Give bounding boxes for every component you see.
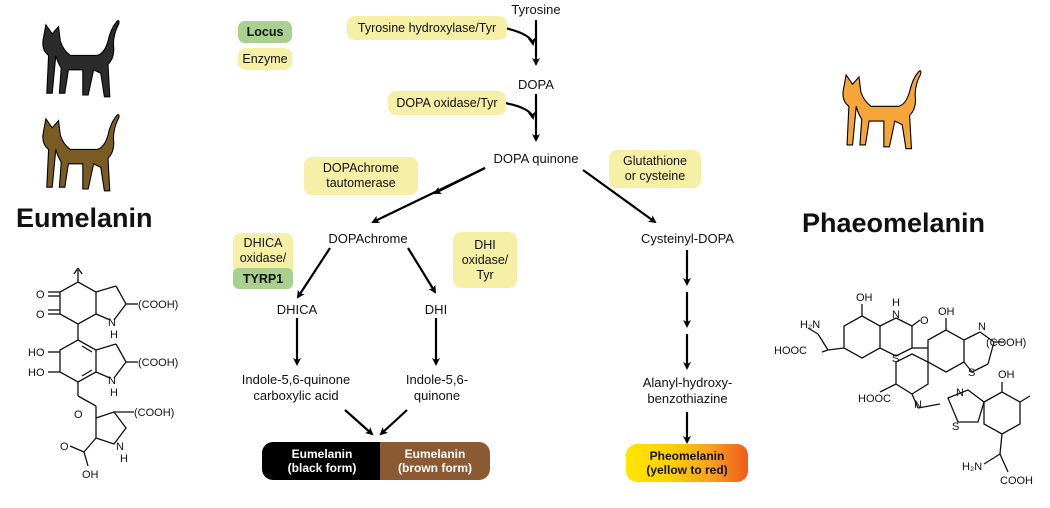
glutathione-line1: Glutathione (623, 154, 687, 168)
compound-dhi: DHI (424, 302, 448, 317)
indole-carboxylic-line1: Indole-5,6-quinone (241, 372, 351, 387)
ph-s1: S (892, 353, 899, 365)
dhi-oxidase-line3: Tyr (476, 267, 494, 282)
ph-hooc2: HOOC (858, 393, 891, 405)
arrow-quinone-cysteinyl (582, 169, 657, 224)
ph-n4: N (956, 387, 964, 399)
title-phaeomelanin: Phaeomelanin (802, 208, 986, 238)
eu-black-line1: Eumelanin (291, 447, 353, 461)
eu-h1: H (110, 329, 118, 341)
ph-oh3: OH (998, 369, 1015, 381)
compound-tyrosine: Tyrosine (511, 2, 561, 17)
eu-o1: O (36, 289, 45, 301)
indole-quinone-line1: Indole-5,6- (405, 372, 469, 387)
alanyl-line2: benzothiazine (647, 391, 728, 406)
ph-n2: N (978, 321, 986, 333)
compound-alanyl: Alanyl-hydroxy- benzothiazine (625, 375, 750, 407)
dhi-oxidase-line2: oxidase/ (461, 252, 509, 267)
dhi-oxidase-line1: DHI (474, 237, 496, 252)
pheo-line2: (yellow to red) (646, 463, 728, 477)
product-eumelanin-black: Eumelanin (black form) (262, 442, 382, 480)
arrow-tyr1-branch (504, 26, 536, 46)
alanyl-line1: Alanyl-hydroxy- (642, 375, 733, 390)
compound-indole-carboxylic: Indole-5,6-quinone carboxylic acid (226, 372, 366, 404)
black-cat-icon (42, 20, 120, 98)
dhica-oxidase-line2: oxidase/ (239, 251, 287, 265)
eu-h3: H (120, 453, 128, 465)
legend-enzyme: Enzyme (238, 48, 292, 70)
eu-n3: N (116, 441, 124, 453)
phaeomelanin-structure: OH H N O OH H₂N HOOC S N (COOH) S N HOOC… (774, 292, 1033, 487)
ph-s2: S (968, 367, 975, 379)
eu-ho2: HO (28, 367, 45, 379)
eu-oh1: OH (82, 469, 99, 481)
compound-dopachrome: DOPAchrome (328, 231, 408, 246)
tautomerase-line1: DOPAchrome (322, 161, 400, 175)
eu-o2: O (36, 309, 45, 321)
compound-dopa-quinone: DOPA quinone (493, 151, 579, 166)
enzyme-tyr1-label: Tyrosine hydroxylase/Tyr (357, 20, 497, 35)
orange-cat-icon (842, 70, 922, 150)
tyrp1-label: TYRP1 (242, 271, 284, 286)
enzyme-tautomerase: DOPAchrome tautomerase (304, 157, 418, 195)
compound-indole-quinone: Indole-5,6- quinone (392, 372, 482, 404)
enzyme-tyr2: DOPA oxidase/Tyr (388, 91, 506, 115)
arrow-dopachrome-dhica (296, 247, 331, 299)
dhica-oxidase-line1: DHICA (243, 236, 283, 250)
product-eumelanin-brown: Eumelanin (brown form) (380, 442, 490, 480)
ph-cooh1: (COOH) (986, 337, 1026, 349)
eu-o4: O (60, 441, 69, 453)
legend-locus: Locus (238, 21, 292, 43)
indole-quinone-line2: quinone (413, 388, 461, 403)
legend-locus-label: Locus (246, 25, 284, 39)
compound-cysteinyl-dopa: Cysteinyl-DOPA (641, 231, 734, 246)
tautomerase-line2: tautomerase (326, 176, 396, 190)
arrow-indole1-eumelanin (344, 409, 374, 436)
compound-dhica: DHICA (276, 302, 318, 317)
ph-oh2: OH (938, 306, 955, 318)
eu-ho1: HO (28, 347, 45, 359)
eu-n1: N (108, 317, 116, 329)
legend-enzyme-label: Enzyme (242, 51, 288, 66)
ph-s3: S (952, 421, 959, 433)
arrow-indole2-eumelanin (379, 409, 408, 436)
arrow-dopachrome-dhi (407, 247, 437, 294)
eu-cooh2: (COOH) (138, 357, 178, 369)
enzyme-dhi-oxidase: DHI oxidase/ Tyr (453, 232, 517, 288)
arrow-tyr2-branch (504, 101, 536, 120)
eumelanin-structure: O O N H (COOH) HO HO N H (COOH) O N H (C… (28, 268, 178, 481)
ph-h2n1: H₂N (800, 319, 820, 331)
ph-h2n2: H₂N (962, 461, 982, 473)
ph-n3: N (914, 399, 922, 411)
pheo-line1: Pheomelanin (649, 449, 725, 463)
compound-dopa: DOPA (518, 77, 554, 92)
enzyme-glutathione: Glutathione or cysteine (609, 150, 701, 188)
enzyme-tyr2-label: DOPA oxidase/Tyr (396, 95, 498, 110)
locus-tyrp1: TYRP1 (233, 268, 293, 289)
title-eumelanin: Eumelanin (16, 203, 153, 233)
indole-carboxylic-line2: carboxylic acid (253, 388, 339, 403)
ph-cooh2: COOH (1000, 475, 1033, 487)
eu-cooh1: (COOH) (138, 299, 178, 311)
eu-brown-line1: Eumelanin (404, 447, 466, 461)
glutathione-line2: or cysteine (624, 169, 686, 183)
eu-h2: H (110, 387, 118, 399)
eu-o3: O (74, 409, 83, 421)
brown-cat-icon (42, 114, 120, 192)
ph-oh1: OH (856, 292, 873, 304)
ph-h1: H (892, 297, 900, 309)
eu-brown-line2: (brown form) (398, 461, 472, 475)
product-pheomelanin: Pheomelanin (yellow to red) (626, 444, 748, 482)
enzyme-tyr1: Tyrosine hydroxylase/Tyr (347, 16, 507, 40)
ph-o1: O (920, 315, 929, 327)
eu-black-line2: (black form) (287, 461, 357, 475)
arrow-tautomerase-branch (433, 167, 486, 194)
eu-cooh3: (COOH) (134, 407, 174, 419)
ph-hooc1: HOOC (774, 345, 807, 357)
ph-n1: N (892, 309, 900, 321)
eu-n2: N (108, 375, 116, 387)
